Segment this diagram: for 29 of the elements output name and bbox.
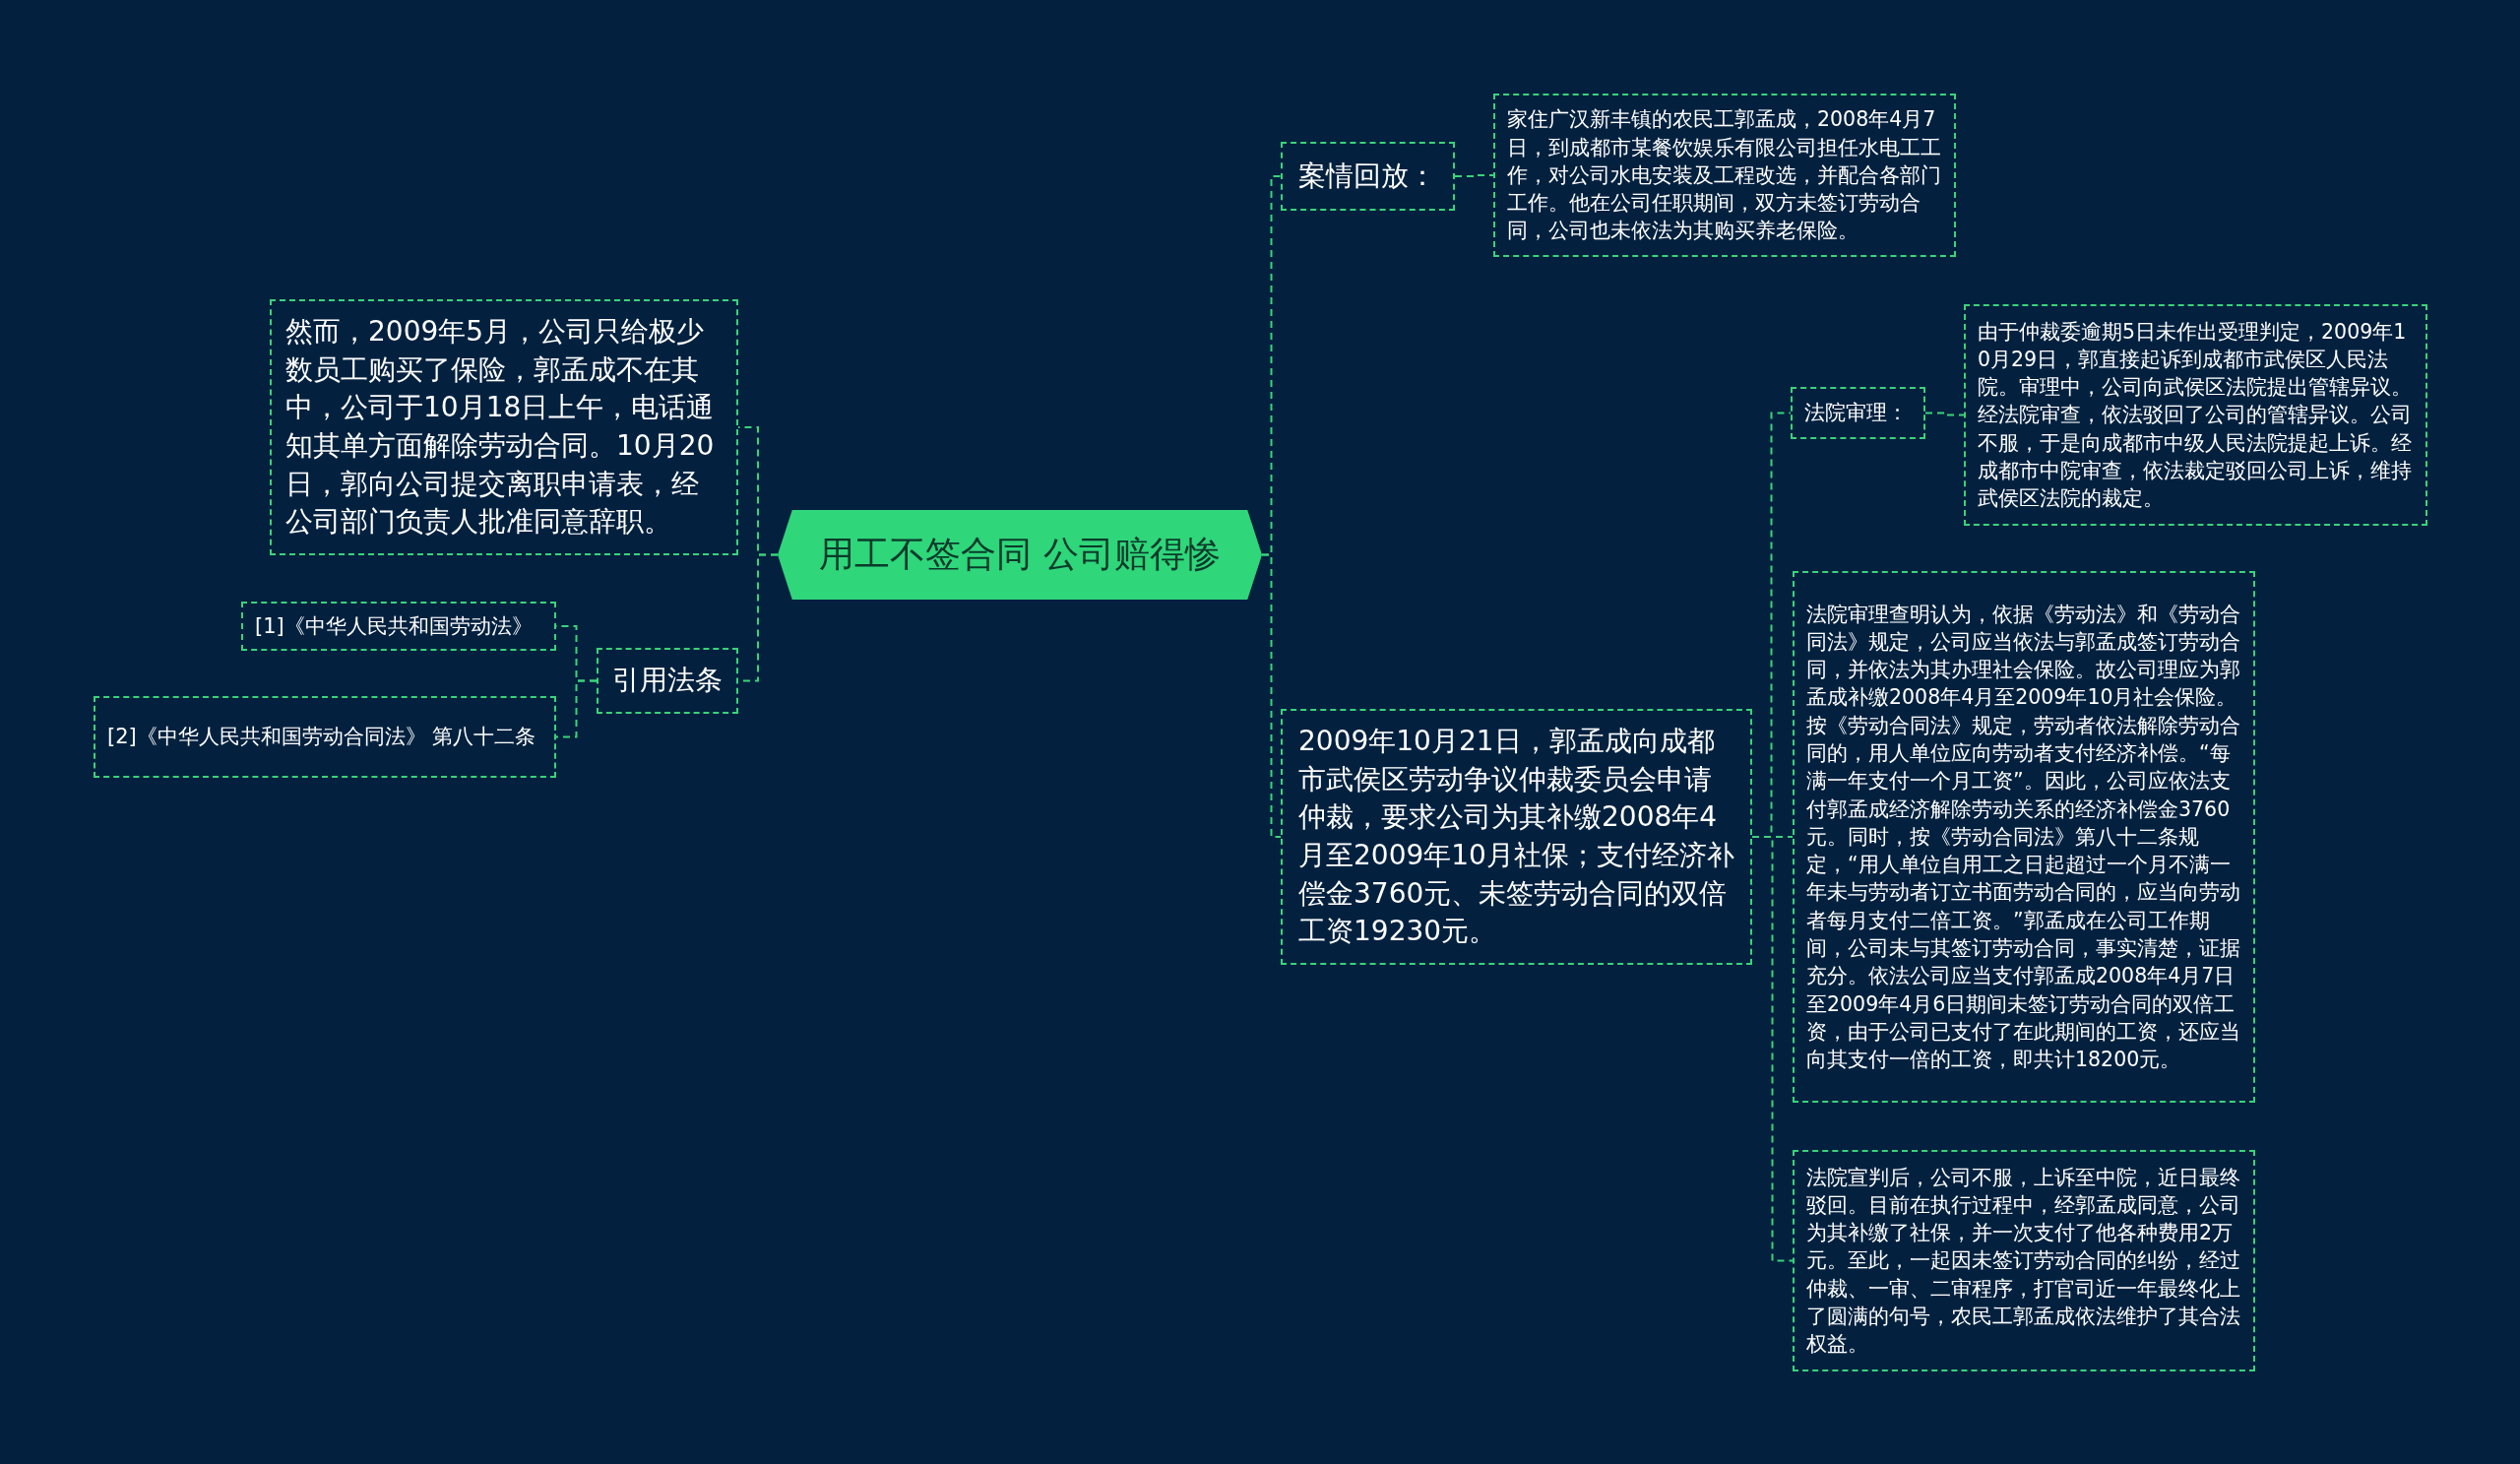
node-text: 案情回放： (1298, 159, 1436, 192)
topic-card (270, 299, 738, 555)
connector-line (1454, 174, 1494, 177)
node-text: 由于仲裁委逾期5日未作出受理判定，2009年10月29日，郭直接起诉到成都市武侯区人民法院。审理中，公司向武侯区法院提出管辖异议。经法院审查，依法驳回了公司的管辖异议。公司不服，于是向成都市中级人民法院提起上诉。经成都市中院审查，依法裁定驳回公司上诉，维持武侯区法院的裁定。 (1978, 319, 2412, 511)
topic-card (597, 648, 738, 714)
node-text: 然而，2009年5月，公司只给极少数员工购买了保险，郭孟成不在其中，公司于10月18日上午，电话通知其单方面解除劳动合同。10月20日，郭向公司提交离职申请表，经公司部门负责人批准同意辞职。 (285, 315, 715, 539)
topic-card (1281, 142, 1455, 211)
topic-card (1964, 304, 2427, 526)
node-text: [2]《中华人民共和国劳动合同法》 第八十二条 (107, 725, 536, 748)
topic-card (1791, 387, 1925, 439)
node-text: 2009年10月21日，郭孟成向成都市武侯区劳动争议仲裁委员会申请仲裁，要求公司为其补缴2008年4月至2009年10月社保；支付经济补偿金3760元、未签劳动合同的双倍工资19230元。 (1298, 725, 1734, 948)
node-text: [1]《中华人民共和国劳动法》 (255, 613, 533, 638)
topic-card (94, 696, 556, 778)
topic-card (1281, 709, 1752, 965)
node-text: 家住广汉新丰镇的农民工郭孟成，2008年4月7日，到成都市某餐饮娱乐有限公司担任水电工工作，对公司水电安装及工程改选，并配合各部门工作。他在公司任职期间，双方未签订劳动合同，公司也未依法为其购买养老保险。 (1507, 107, 1941, 243)
connector-line (1924, 412, 1965, 416)
node-text: 法院审理： (1804, 401, 1908, 424)
central-topic (778, 510, 1262, 600)
node-text: 法院审理查明认为，依据《劳动法》和《劳动合同法》规定，公司应当依法与郭孟成签订劳动合同，并依法为其办理社会保险。故公司理应为郭孟成补缴2008年4月至2009年10月社会保险。按《劳动合同法》规定，劳动者依法解除劳动合同的，用人单位应向劳动者支付经济补偿。“每满一年支付一个月工资”。因此，公司应依法支付郭孟成经济解除劳动关系的经济补偿金3760元。同时，按《劳动合同法》第八十二条规定，“用人单位自用工之日起超过一个月不满一年未与劳动者订立书面劳动合同的，应当向劳动者每月支付二倍工资。”郭孟成在公司工作期间，公司未与其签订劳动合同，事实清楚，证据充分。依法公司应当支付郭孟成2008年4月7日至2009年4月6日期间未签订劳动合同的双倍工资，由于公司已支付了在此期间的工资，还应当向其支付一倍的工资，即共计18200元。 (1806, 602, 2240, 1072)
connector-line (1751, 836, 1794, 1262)
topic-card (1793, 571, 2255, 1103)
topic-card (1793, 1150, 2255, 1371)
node-text: 法院宣判后，公司不服，上诉至中院，近日最终驳回。目前在执行过程中，经郭孟成同意，公司为其补缴了社保，并一次支付了他各种费用2万元。至此，一起因未签订劳动合同的纠纷，经过仲裁、一审、二审程序，打官司近一年最终化上了圆满的句号，农民工郭孟成依法维护了其合法权益。 (1806, 1165, 2240, 1357)
node-text: 用工不签合同 公司赔得惨 (819, 533, 1221, 576)
topic-card (241, 602, 556, 651)
connector-line (555, 679, 598, 738)
node-text: 引用法条 (612, 664, 723, 697)
topic-card (1493, 94, 1956, 257)
connector-line (1261, 553, 1282, 838)
